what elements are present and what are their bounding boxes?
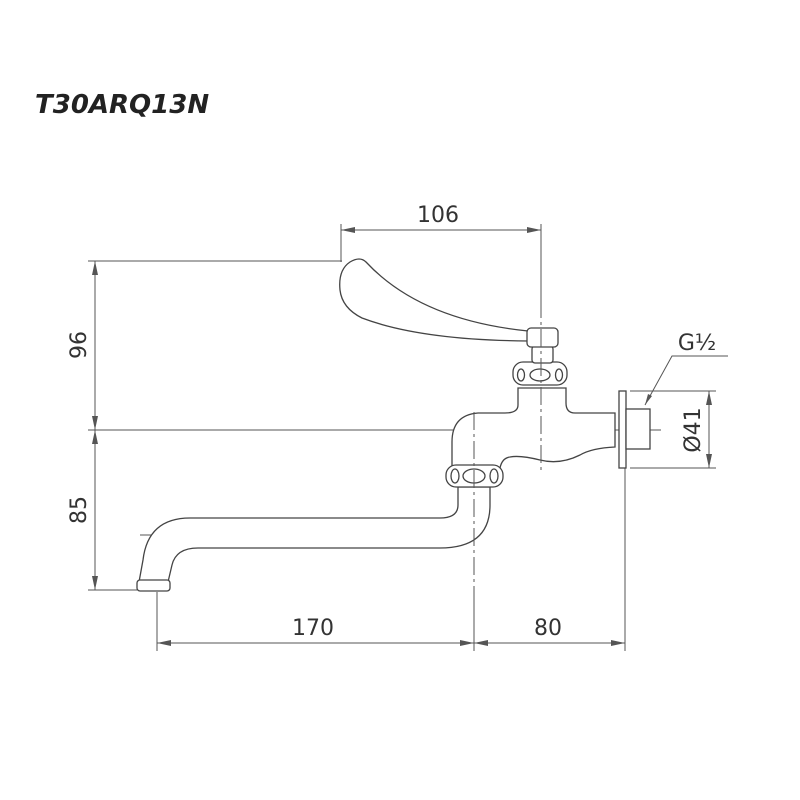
spout — [138, 486, 491, 583]
svg-text:170: 170 — [292, 616, 334, 641]
faucet — [136, 258, 651, 592]
dimension-85: 85 — [67, 430, 98, 590]
dimension-diameter-41: Ø41 — [681, 391, 712, 468]
svg-text:85: 85 — [67, 496, 92, 524]
flange — [618, 390, 627, 469]
dimension-80: 80 — [474, 616, 625, 646]
lever-handle — [339, 258, 529, 342]
svg-text:106: 106 — [417, 203, 459, 228]
handle-knob — [526, 327, 559, 348]
model-title: T30ARQ13N — [35, 90, 209, 120]
dimension-96: 96 — [67, 261, 98, 430]
thread-callout: G½ — [644, 331, 728, 406]
body — [451, 387, 616, 469]
svg-text:80: 80 — [534, 616, 562, 641]
dimension-106: 106 — [341, 203, 541, 233]
bonnet-nut — [512, 361, 568, 386]
svg-text:96: 96 — [67, 331, 92, 359]
spout-tip — [136, 579, 171, 592]
stem — [531, 345, 554, 364]
dimension-170: 170 — [157, 616, 474, 646]
connector — [625, 408, 651, 450]
svg-text:G½: G½ — [678, 331, 716, 356]
svg-text:Ø41: Ø41 — [681, 407, 706, 452]
